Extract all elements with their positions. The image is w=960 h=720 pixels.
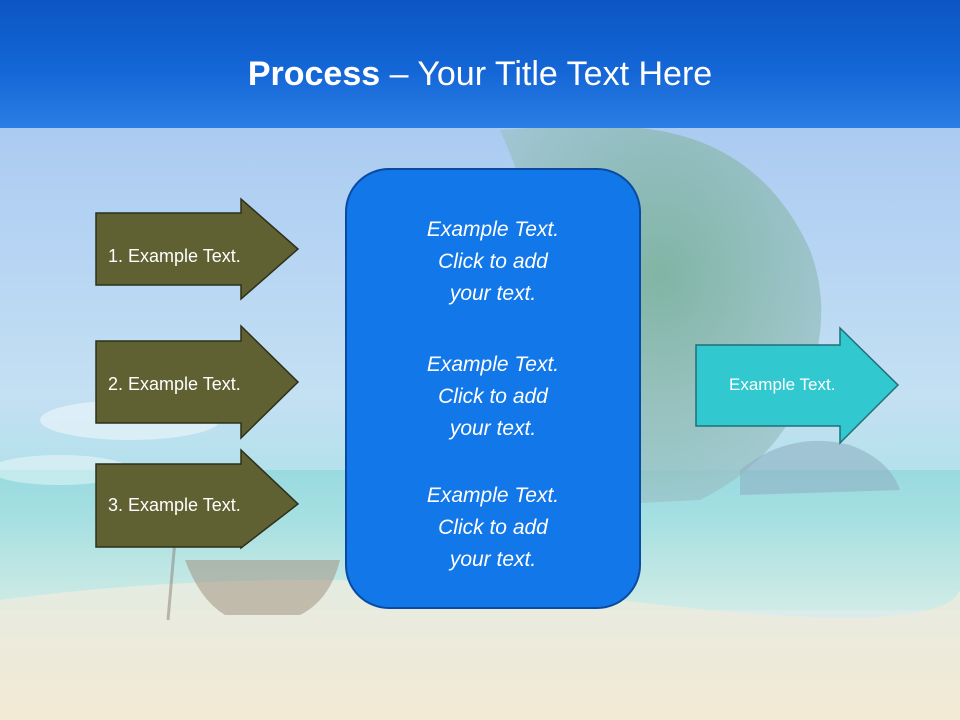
center-paragraph-3-line-2: Click to add bbox=[438, 516, 548, 539]
process-arrow-2-label: 2. Example Text. bbox=[108, 374, 241, 394]
center-paragraph-1: Example Text. Click to add your text. bbox=[347, 214, 639, 310]
center-paragraph-1-line-3: your text. bbox=[449, 282, 537, 305]
center-paragraph-3-line-3: your text. bbox=[449, 548, 537, 571]
process-arrow-1-label: 1. Example Text. bbox=[108, 246, 241, 266]
center-paragraph-3: Example Text. Click to add your text. bbox=[347, 480, 639, 576]
center-paragraph-2-line-2: Click to add bbox=[438, 385, 548, 408]
title-rest-part: – Your Title Text Here bbox=[380, 55, 713, 93]
center-text-box[interactable]: Example Text. Click to add your text. Ex… bbox=[345, 168, 641, 609]
title-bold-part: Process bbox=[247, 55, 381, 93]
process-arrow-3[interactable] bbox=[95, 448, 300, 550]
result-arrow-label: Example Text. bbox=[729, 375, 836, 394]
center-paragraph-2-line-1: Example Text. bbox=[426, 353, 560, 376]
title-header-band bbox=[0, 0, 960, 128]
process-arrow-3-label: 3. Example Text. bbox=[108, 495, 241, 515]
center-paragraph-1-line-1: Example Text. bbox=[426, 218, 560, 241]
center-paragraph-1-line-2: Click to add bbox=[438, 250, 548, 273]
slide-title[interactable]: Process – Your Title Text Here bbox=[0, 52, 960, 96]
process-arrow-2[interactable] bbox=[95, 324, 300, 440]
center-paragraph-2-line-3: your text. bbox=[449, 417, 537, 440]
center-paragraph-2: Example Text. Click to add your text. bbox=[347, 349, 639, 445]
process-arrow-1[interactable] bbox=[95, 197, 300, 301]
center-paragraph-3-line-1: Example Text. bbox=[426, 484, 560, 507]
result-arrow[interactable] bbox=[695, 326, 900, 445]
